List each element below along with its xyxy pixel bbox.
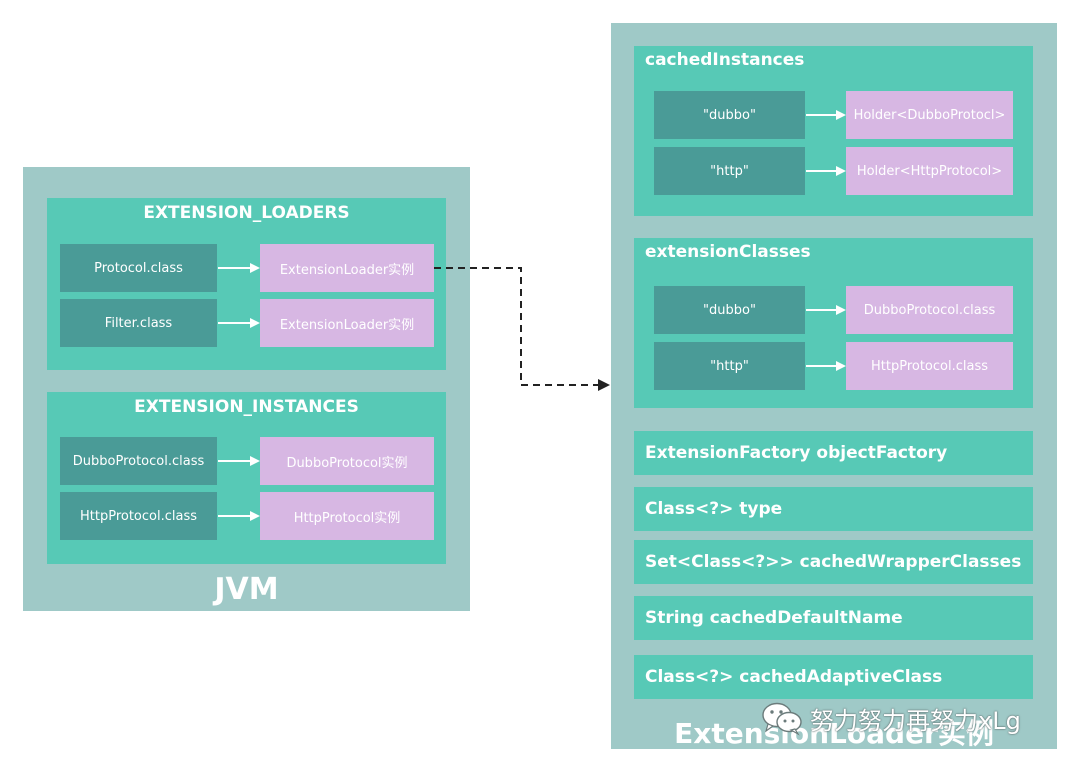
extension-class-key-http: "http" bbox=[654, 342, 805, 390]
extension-loader-label: ExtensionLoader实例 bbox=[674, 717, 994, 750]
instance-key-dubbo: DubboProtocol.class bbox=[60, 437, 217, 485]
jvm-label: JVM bbox=[214, 572, 279, 607]
instance-value-dubbo: DubboProtocol实例 bbox=[260, 437, 434, 485]
cached-instance-value-http: Holder<HttpProtocol> bbox=[846, 147, 1013, 195]
instance-key-http: HttpProtocol.class bbox=[60, 492, 217, 540]
field-cached-adaptive-class: Class<?> cachedAdaptiveClass bbox=[634, 655, 1033, 699]
extension-class-value-http: HttpProtocol.class bbox=[846, 342, 1013, 390]
loader-value-protocol: ExtensionLoader实例 bbox=[260, 244, 434, 292]
cached-instance-key-dubbo: "dubbo" bbox=[654, 91, 805, 139]
loader-key-filter: Filter.class bbox=[60, 299, 217, 347]
field-object-factory: ExtensionFactory objectFactory bbox=[634, 431, 1033, 475]
watermark-text: 努力努力再努力xLg bbox=[810, 706, 1021, 735]
cached-instance-key-http: "http" bbox=[654, 147, 805, 195]
extension-class-value-dubbo: DubboProtocol.class bbox=[846, 286, 1013, 334]
loader-value-filter: ExtensionLoader实例 bbox=[260, 299, 434, 347]
dashed-connector bbox=[434, 267, 610, 391]
cached-instance-value-dubbo: Holder<DubboProtocl> bbox=[846, 91, 1013, 139]
extension-instances-title: EXTENSION_INSTANCES bbox=[134, 397, 359, 417]
watermark: 努力努力再努力xLg bbox=[760, 700, 1021, 736]
field-type: Class<?> type bbox=[634, 487, 1033, 531]
field-cached-default-name: String cachedDefaultName bbox=[634, 596, 1033, 640]
instance-value-http: HttpProtocol实例 bbox=[260, 492, 434, 540]
cached-instances-title: cachedInstances bbox=[645, 50, 805, 70]
extension-loaders-title: EXTENSION_LOADERS bbox=[143, 203, 350, 223]
wechat-icon bbox=[762, 702, 802, 736]
extension-classes-title: extensionClasses bbox=[645, 242, 811, 262]
field-cached-wrapper-classes: Set<Class<?>> cachedWrapperClasses bbox=[634, 540, 1033, 584]
extension-class-key-dubbo: "dubbo" bbox=[654, 286, 805, 334]
loader-key-protocol: Protocol.class bbox=[60, 244, 217, 292]
